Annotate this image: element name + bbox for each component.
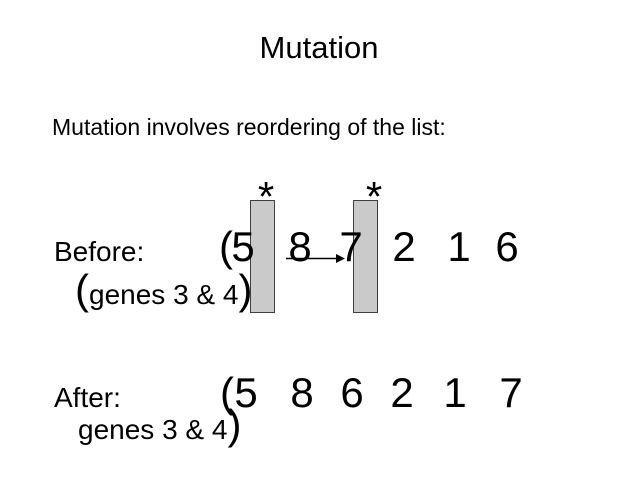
after-gene: 8 (290, 369, 314, 416)
before-gene: 7 (339, 223, 363, 270)
intro-text: Mutation involves reordering of the list… (52, 114, 446, 140)
before-gene: 1 (447, 223, 471, 270)
before-note: (genes 3 & 4) (75, 269, 252, 311)
before-gene: 5 (231, 223, 255, 270)
after-label: After: (54, 382, 121, 413)
before-gene: 8 (288, 223, 312, 270)
after-gene: 6 (340, 369, 364, 416)
after-gene: 7 (499, 369, 523, 416)
before-label: Before: (54, 236, 145, 267)
before-open-paren: ( (219, 223, 233, 270)
before-gene: 6 (495, 223, 519, 270)
after-note-text: genes 3 & 4 (78, 414, 228, 445)
highlight-bar-2 (353, 200, 378, 313)
after-gene: 1 (443, 369, 467, 416)
after-gene: 2 (390, 369, 414, 416)
slide-title: Mutation (259, 30, 379, 65)
swap-arrow-icon (286, 254, 345, 263)
after-note-close-paren: ) (227, 401, 242, 448)
after-gene: 5 (234, 369, 258, 416)
before-note-close-paren: ) (238, 266, 253, 313)
before-note-open-paren: ( (75, 266, 89, 313)
asterisk-icon-1: * (257, 173, 275, 220)
before-gene: 2 (392, 223, 416, 270)
highlight-bar-1 (250, 200, 275, 313)
asterisk-icon-2: * (365, 173, 383, 220)
after-note: genes 3 & 4) (78, 404, 241, 446)
after-open-paren: ( (220, 369, 234, 416)
before-note-text: genes 3 & 4 (89, 279, 239, 310)
